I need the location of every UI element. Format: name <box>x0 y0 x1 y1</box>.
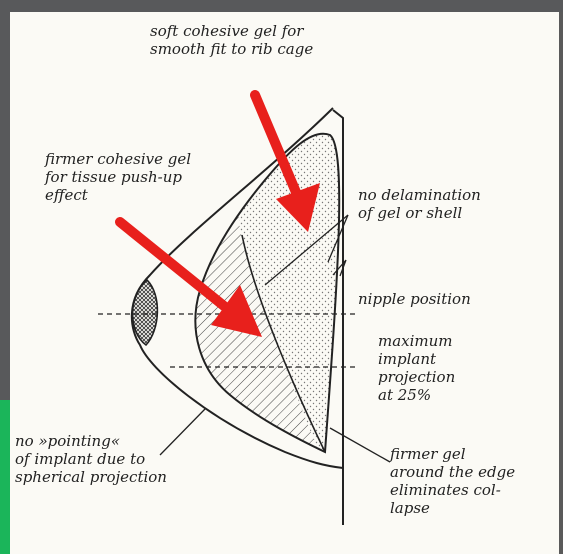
soft-gel-region <box>230 133 340 452</box>
label-max-projection: maximum implant projection at 25% <box>378 332 456 404</box>
pointer-delamination-1 <box>264 214 349 286</box>
pointer-spherical <box>159 408 206 456</box>
label-firmer-edge: firmer gel around the edge eliminates co… <box>390 445 516 517</box>
top-frame-bar <box>0 0 563 12</box>
chest-wall-line <box>332 109 344 468</box>
red-arrow-lower <box>115 217 262 337</box>
implant-outline <box>194 132 341 454</box>
label-nipple-position: nipple position <box>358 290 471 308</box>
pointer-delamination-2 <box>327 214 349 263</box>
label-soft-gel: soft cohesive gel for smooth fit to rib … <box>150 22 314 58</box>
left-frame-bar <box>0 12 10 554</box>
label-no-pointing: no »pointing« of implant due to spherica… <box>15 432 167 486</box>
nipple <box>131 278 159 347</box>
red-arrow-upper <box>250 90 320 232</box>
breast-outline <box>130 107 344 469</box>
gel-boundary-line <box>241 234 326 453</box>
label-firmer-cohesive-gel: firmer cohesive gel for tissue push-up e… <box>45 150 192 204</box>
green-side-strip <box>0 400 10 554</box>
pointer-edge <box>329 427 391 463</box>
label-no-delamination: no delamination of gel or shell <box>358 186 481 222</box>
